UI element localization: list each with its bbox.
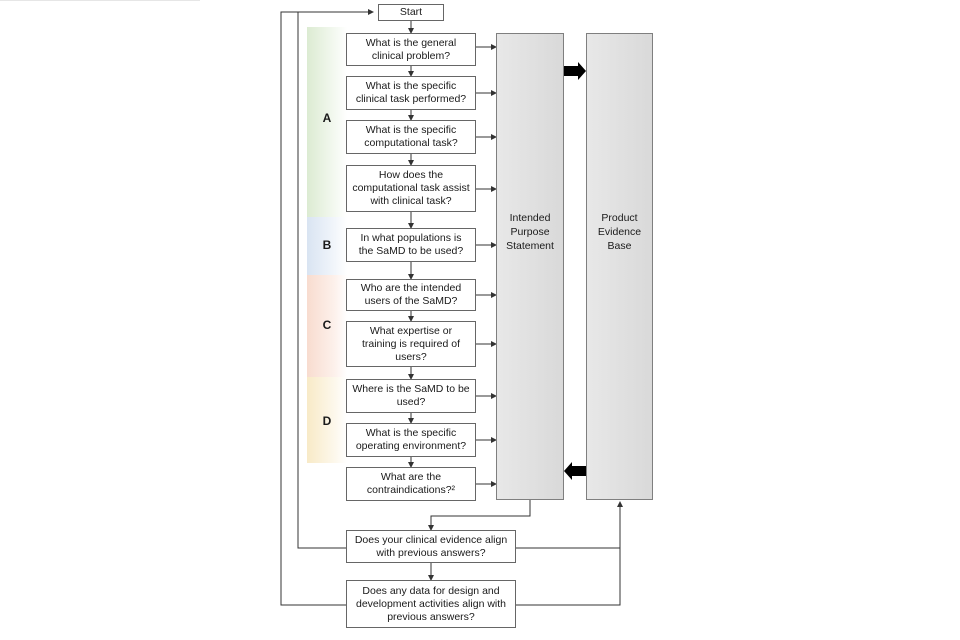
question-text: What is the general clinical problem? — [365, 36, 457, 62]
question-text: Who are the intended users of the SaMD? — [360, 282, 462, 307]
question-text: What are the contraindications?² — [366, 471, 456, 496]
question-text: What is the specific operating environme… — [355, 427, 467, 452]
arrow-design-to-evidence — [516, 501, 623, 606]
section-d-label: D — [322, 414, 332, 428]
block-arrow-to-evidence — [564, 62, 586, 80]
section-a-label: A — [322, 111, 332, 125]
question-text: Where is the SaMD to be used? — [352, 383, 470, 408]
question-box-7: What expertise or training is required o… — [346, 321, 476, 367]
section-d-band: D — [307, 377, 347, 463]
question-text: What is the specific computational task? — [364, 124, 458, 149]
arrow-purpose-to-clinical-check — [428, 500, 531, 531]
question-text: What expertise or training is required o… — [361, 324, 461, 363]
top-divider-line — [0, 0, 200, 1]
section-c-label: C — [322, 318, 332, 332]
loop-design-to-start — [280, 11, 346, 606]
clinical-check-text: Does your clinical evidence align with p… — [354, 533, 508, 559]
design-check-text: Does any data for design and development… — [356, 584, 506, 623]
intended-purpose-label: Intended Purpose Statement — [506, 212, 554, 252]
start-label: Start — [399, 6, 423, 18]
question-text: What is the specific clinical task perfo… — [355, 80, 467, 105]
loop-clinical-to-start — [297, 9, 374, 549]
product-evidence-base-column: Product Evidence Base — [586, 33, 653, 500]
question-text: How does the computational task assist w… — [352, 169, 470, 207]
question-box-10: What are the contraindications?² — [346, 467, 476, 501]
question-box-5: In what populations is the SaMD to be us… — [346, 228, 476, 262]
intended-purpose-statement-column: Intended Purpose Statement — [496, 33, 564, 500]
question-box-1: What is the general clinical problem? — [346, 33, 476, 66]
section-c-band: C — [307, 275, 347, 377]
question-box-6: Who are the intended users of the SaMD? — [346, 279, 476, 311]
start-box: Start — [378, 4, 444, 21]
section-b-label: B — [322, 238, 332, 252]
question-box-9: What is the specific operating environme… — [346, 423, 476, 457]
section-a-band: A — [307, 27, 347, 217]
question-box-2: What is the specific clinical task perfo… — [346, 76, 476, 110]
design-data-check-box: Does any data for design and development… — [346, 580, 516, 628]
question-text: In what populations is the SaMD to be us… — [358, 232, 464, 257]
question-box-8: Where is the SaMD to be used? — [346, 379, 476, 413]
section-b-band: B — [307, 217, 347, 275]
evidence-base-label: Product Evidence Base — [597, 212, 642, 252]
clinical-evidence-check-box: Does your clinical evidence align with p… — [346, 530, 516, 563]
block-arrow-to-purpose — [564, 462, 586, 480]
question-box-3: What is the specific computational task? — [346, 120, 476, 154]
question-box-4: How does the computational task assist w… — [346, 165, 476, 212]
